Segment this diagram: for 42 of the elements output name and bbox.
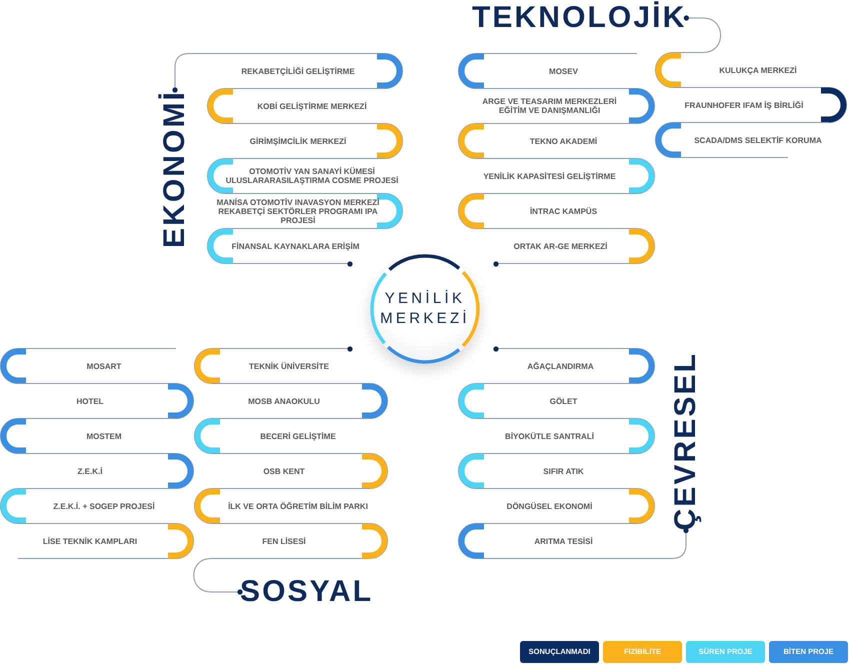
item-label: GİRİMŞİMCİLİK MERKEZİ [250,136,346,146]
item-label: FİNANSAL KAYNAKLARA ERİŞİM [232,242,360,250]
item-label: BİYOKÜTLE SANTRALİ [505,432,594,440]
item-label: ARITMA TESİSİ [534,536,593,546]
item-label: DÖNGÜSEL EKONOMİ [506,502,592,510]
item-label: SIFIR ATIK [543,466,584,476]
section-heading: SOSYAL [240,577,374,607]
item-label: İLK VE ORTA ÖĞRETİM BİLİM PARKI [228,502,368,510]
hub-label: YENİLİK MERKEZİ [379,289,471,329]
item-label: BECERİ GELİŞTİME [260,432,336,440]
item-label: MOSEV [549,66,578,76]
item-label: REKABETÇİLİĞİ GELİŞTİRME [241,66,355,76]
item-label: İNTRAC KAMPÜS [530,206,598,216]
connector-line [172,53,226,93]
item-label: YENİLİK KAPASİTESİ GELİŞTİRME [483,172,616,180]
item-label: OTOMOTİV YAN SANAYİ KÜMESİ ULUSLARARASILAŞTIRMA COSME PROJESİ [225,167,399,185]
section-heading: TEKNOLOJİK [472,3,686,33]
item-label: Z.E.K.İ. + SOGEP PROJESİ [53,502,155,510]
item-label: GÖLET [550,396,578,406]
item-label: SCADA/DMS SELEKTİF KORUMA [694,136,822,144]
item-label: KULUKÇA MERKEZİ [719,66,797,74]
item-label: MOSTEM [86,432,122,440]
section-heading: ÇEVRESEL [671,352,701,531]
item-label: KOBİ GELİŞTİRME MERKEZİ [257,102,367,110]
item-label: AĞAÇLANDIRMA [527,362,594,370]
item-label: MOSB ANAOKULU [248,396,320,406]
item-label: OSB KENT [263,466,305,476]
item-label: MOSART [86,362,122,370]
item-label: LİSE TEKNİK KAMPLARI [42,536,138,546]
item-label: HOTEL [76,396,104,406]
item-label: Z.E.K.İ [78,466,102,476]
section-heading: EKONOMİ [160,90,190,248]
item-label: MANİSA OTOMOTİV INAVASYON MERKEZİ REKABETÇİ SEKTÖRLER PROGRAMI IPA PROJESİ [216,198,380,224]
item-label: TEKNO AKADEMİ [530,136,598,146]
item-label: FEN LİSESİ [262,536,306,546]
item-label: ARGE VE TEASARIM MERKEZLERİ EĞİTİM VE DANIŞMANLIĞI [481,97,618,115]
item-label: FRAUNHOFER IFAM İŞ BİRLİĞİ [684,100,804,110]
connector-line [193,558,243,595]
connector-line [636,528,689,559]
item-label: ORTAK AR-GE MERKEZİ [514,242,608,250]
item-label: TEKNİK ÜNİVERSİTE [248,362,329,370]
connector-line [672,15,722,53]
